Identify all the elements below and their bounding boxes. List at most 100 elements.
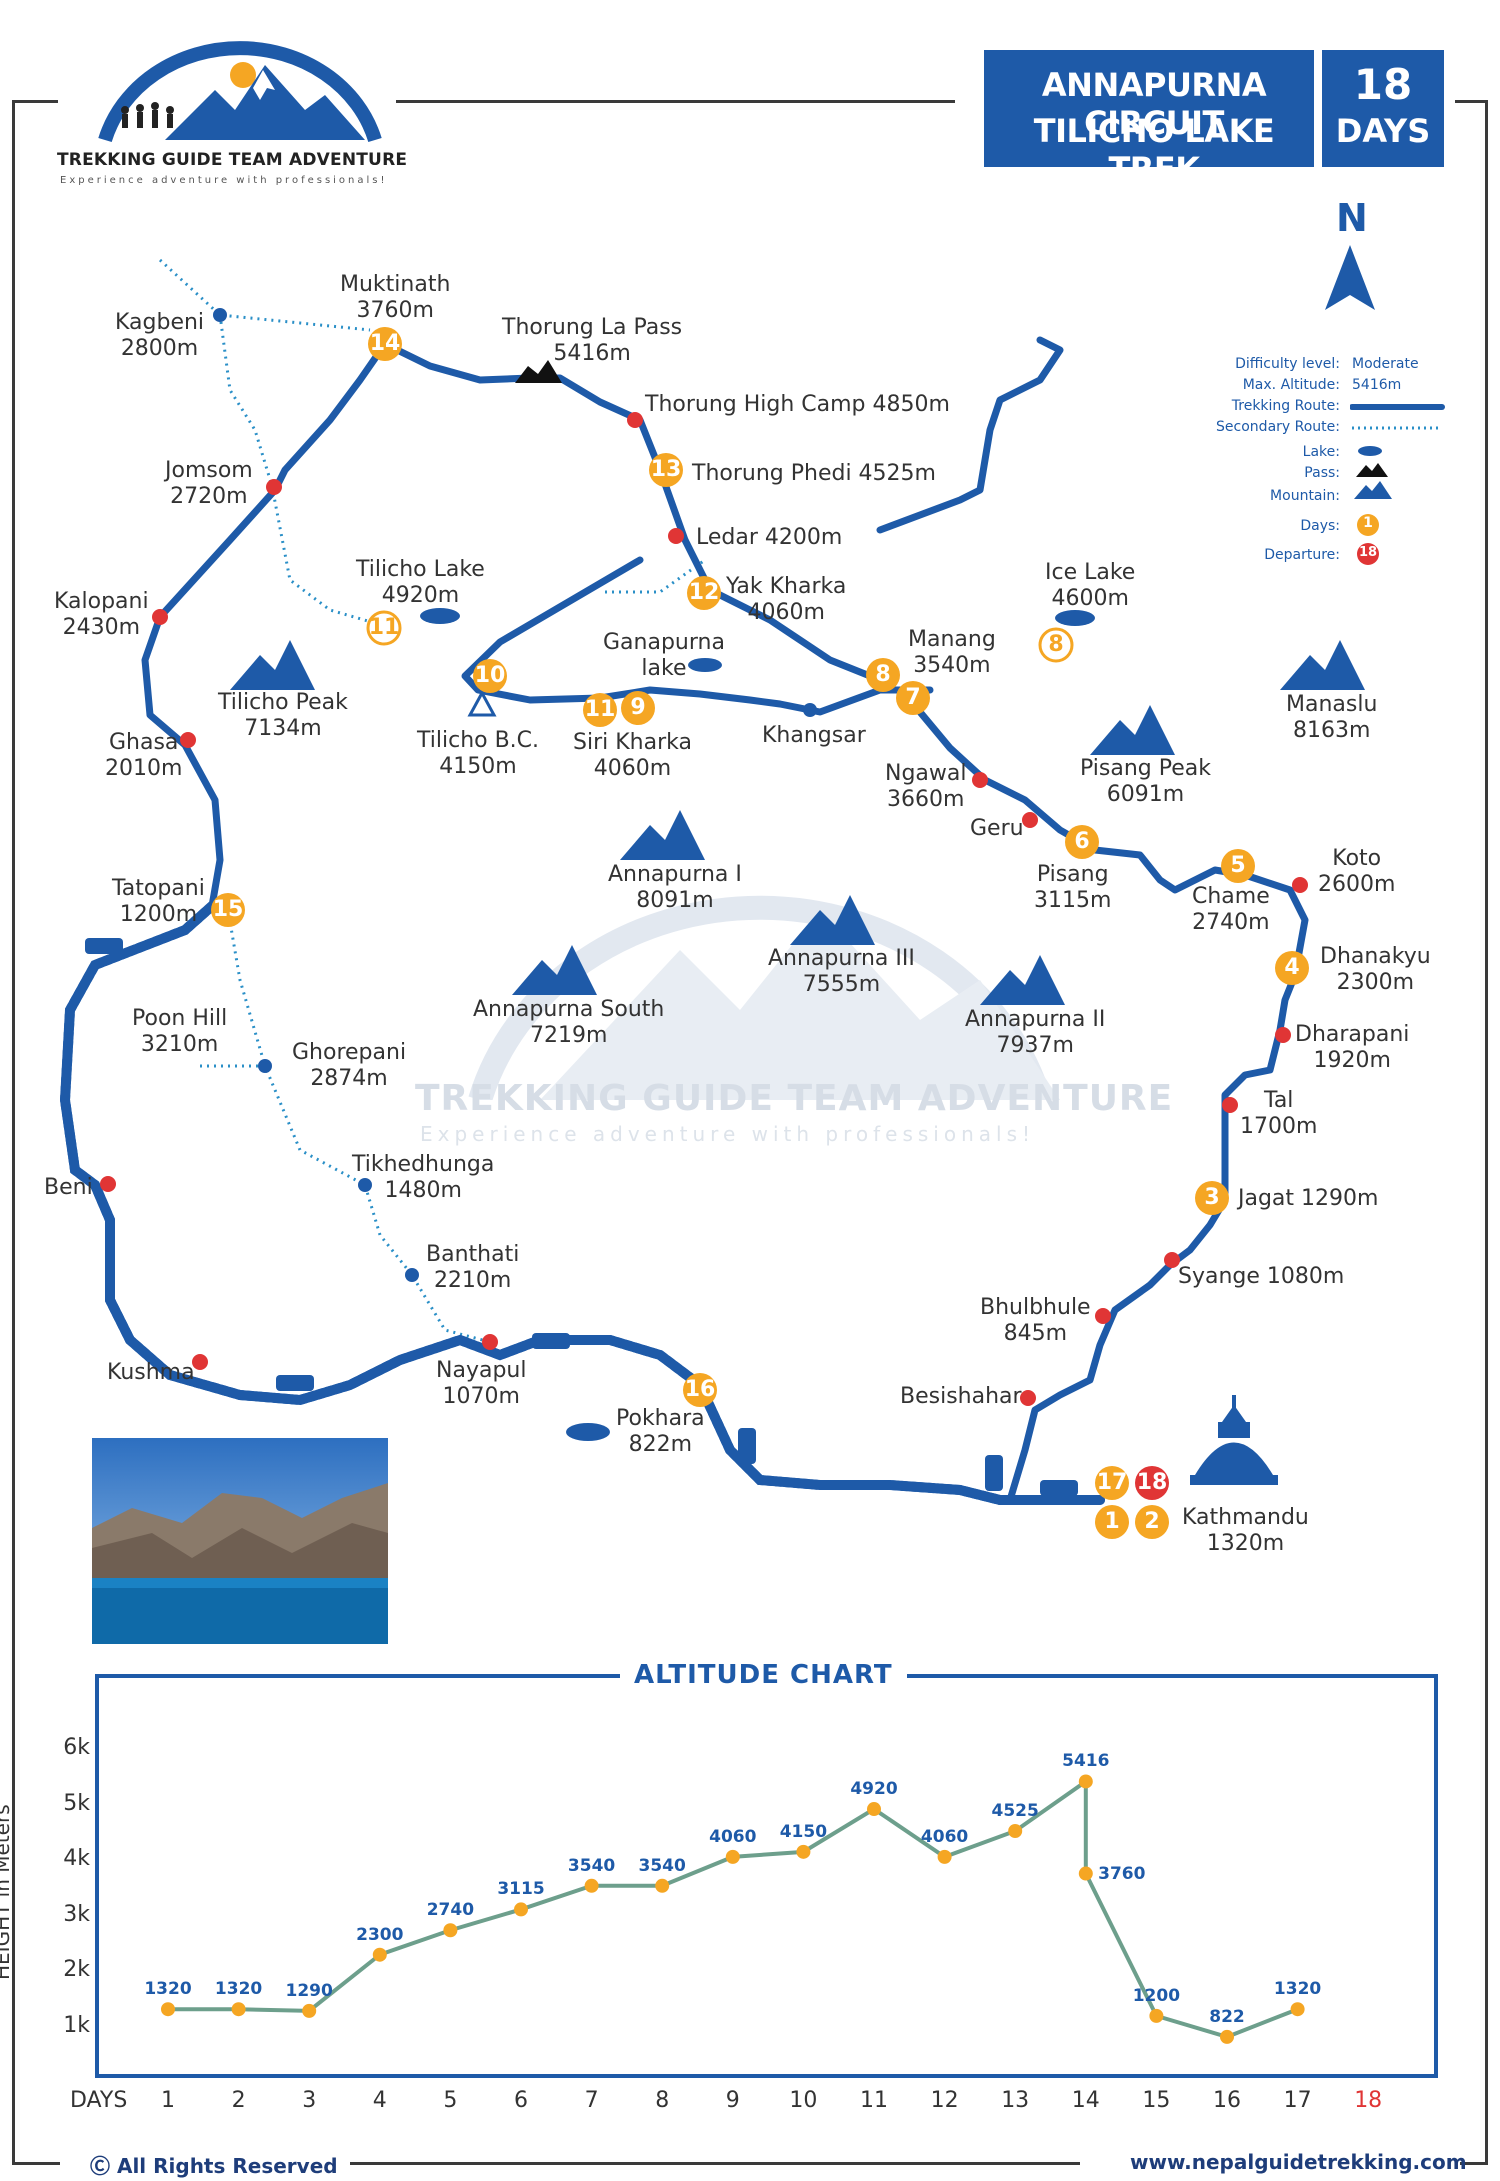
legend-days-label: Days: [1300, 518, 1340, 534]
days-number: 18 [1353, 60, 1413, 109]
day-marker-m6: 6 [1074, 829, 1090, 854]
label-besishahar: Besishahar [900, 1384, 1022, 1409]
label-jagat: Jagat 1290m [1238, 1186, 1379, 1211]
pass-icon [1356, 463, 1388, 477]
chart-x-axis-label: DAYS [70, 2088, 128, 2113]
x-tick-label: 9 [725, 2088, 740, 2113]
legend-secondary-route-label: Secondary Route: [1216, 419, 1340, 435]
altitude-point [584, 1878, 599, 1893]
day-marker-m18: 18 [1136, 1470, 1168, 1495]
day-marker-m8ice: 8 [1048, 632, 1064, 657]
legend-symbols [1350, 404, 1445, 565]
chart-title: ALTITUDE CHART [620, 1660, 907, 1690]
x-tick-label: 11 [860, 2088, 888, 2113]
y-tick-label: 5k [63, 1790, 90, 1816]
x-tick-label: 13 [1001, 2088, 1030, 2113]
secondary-route-ganapurna [605, 558, 706, 594]
altitude-data-label: 1320 [144, 1979, 192, 2000]
altitude-point [231, 2002, 246, 2017]
altitude-data-label: 2300 [356, 1924, 404, 1945]
annapurna-3-mountain-icon [790, 895, 875, 945]
altitude-point [937, 1849, 952, 1864]
kathmandu-stupa-icon [1190, 1395, 1278, 1485]
secondary-route-kagbeni-jomsom [218, 314, 274, 487]
legend-max-alt-value: 5416m [1352, 377, 1402, 393]
pokhara-lake-icon [566, 1423, 610, 1441]
altitude-data-label: 5416 [1062, 1751, 1110, 1772]
frame-gap [1080, 2152, 1460, 2176]
label-khangsar: Khangsar [762, 723, 866, 748]
altitude-point [1290, 2002, 1305, 2017]
north-label: N [1336, 196, 1368, 240]
altitude-data-label: 1320 [214, 1979, 263, 2000]
label-geru: Geru [970, 816, 1024, 841]
altitude-data-label: 3115 [497, 1879, 545, 1900]
day-marker-m5: 5 [1230, 853, 1246, 878]
altitude-data-label: 4060 [709, 1826, 757, 1847]
legend-pass-label: Pass: [1304, 465, 1340, 481]
day-marker-m11b: 11 [584, 697, 616, 722]
y-tick-label: 1k [63, 2013, 90, 2038]
north-arrow-icon [1325, 245, 1375, 310]
x-tick-label: 7 [584, 2088, 599, 2113]
frame-gap [60, 2152, 350, 2176]
annapurna-south-mountain-icon [512, 945, 597, 995]
day-marker-m8: 8 [875, 662, 891, 687]
map-frame [12, 100, 1488, 2165]
altitude-data-label: 3760 [1098, 1863, 1146, 1884]
secondary-route-poonhill [200, 1064, 491, 1344]
days-box: 18 DAYS [1322, 50, 1444, 167]
label-tilicho-bc: Tilicho B.C.4150m [417, 728, 540, 779]
altitude-point [725, 1849, 740, 1864]
day-marker-m11a: 11 [368, 615, 400, 640]
y-tick-label: 2k [63, 1957, 90, 1983]
footer-rights: Ⓒ All Rights Reserved [90, 2154, 338, 2178]
y-tick-label: 3k [63, 1901, 90, 1927]
watermark-logo [468, 895, 1060, 1100]
label-beni: Beni [44, 1175, 93, 1200]
altitude-data-label: 3540 [638, 1855, 686, 1876]
tilicho-peak-mountain-icon [230, 640, 315, 690]
altitude-data-label: 3540 [567, 1855, 616, 1876]
ice-lake-icon [1055, 610, 1095, 626]
day-marker-m14: 14 [369, 331, 401, 356]
annapurna-2-mountain-icon [980, 955, 1065, 1005]
altitude-data-label: 1290 [285, 1980, 333, 2001]
jeep-icon [532, 1333, 570, 1349]
manaslu-mountain-icon [1280, 640, 1365, 690]
label-kushma: Kushma [107, 1360, 195, 1385]
day-marker-m10: 10 [474, 663, 506, 688]
copyright-icon: Ⓒ [90, 2154, 117, 2178]
legend-days-icon-text: 1 [1363, 515, 1373, 531]
footer-website[interactable]: www.nepalguidetrekking.com [1130, 2150, 1467, 2174]
x-tick-label: 5 [443, 2088, 458, 2113]
day-marker-m4: 4 [1284, 955, 1300, 980]
legend-difficulty-label: Difficulty level: [1235, 356, 1340, 372]
x-tick-label: 4 [372, 2088, 387, 2113]
legend-trek-route-label: Trekking Route: [1231, 398, 1340, 414]
legend-departure-label: Departure: [1264, 547, 1340, 563]
day-marker-m15: 15 [212, 897, 244, 922]
x-tick-label: 17 [1283, 2088, 1312, 2113]
x-tick-label: 15 [1142, 2088, 1171, 2113]
label-phedi: Thorung Phedi 4525m [692, 461, 936, 486]
title-line-2: TILICHO LAKE TREK [1033, 112, 1275, 188]
route-map [59, 258, 1365, 1505]
